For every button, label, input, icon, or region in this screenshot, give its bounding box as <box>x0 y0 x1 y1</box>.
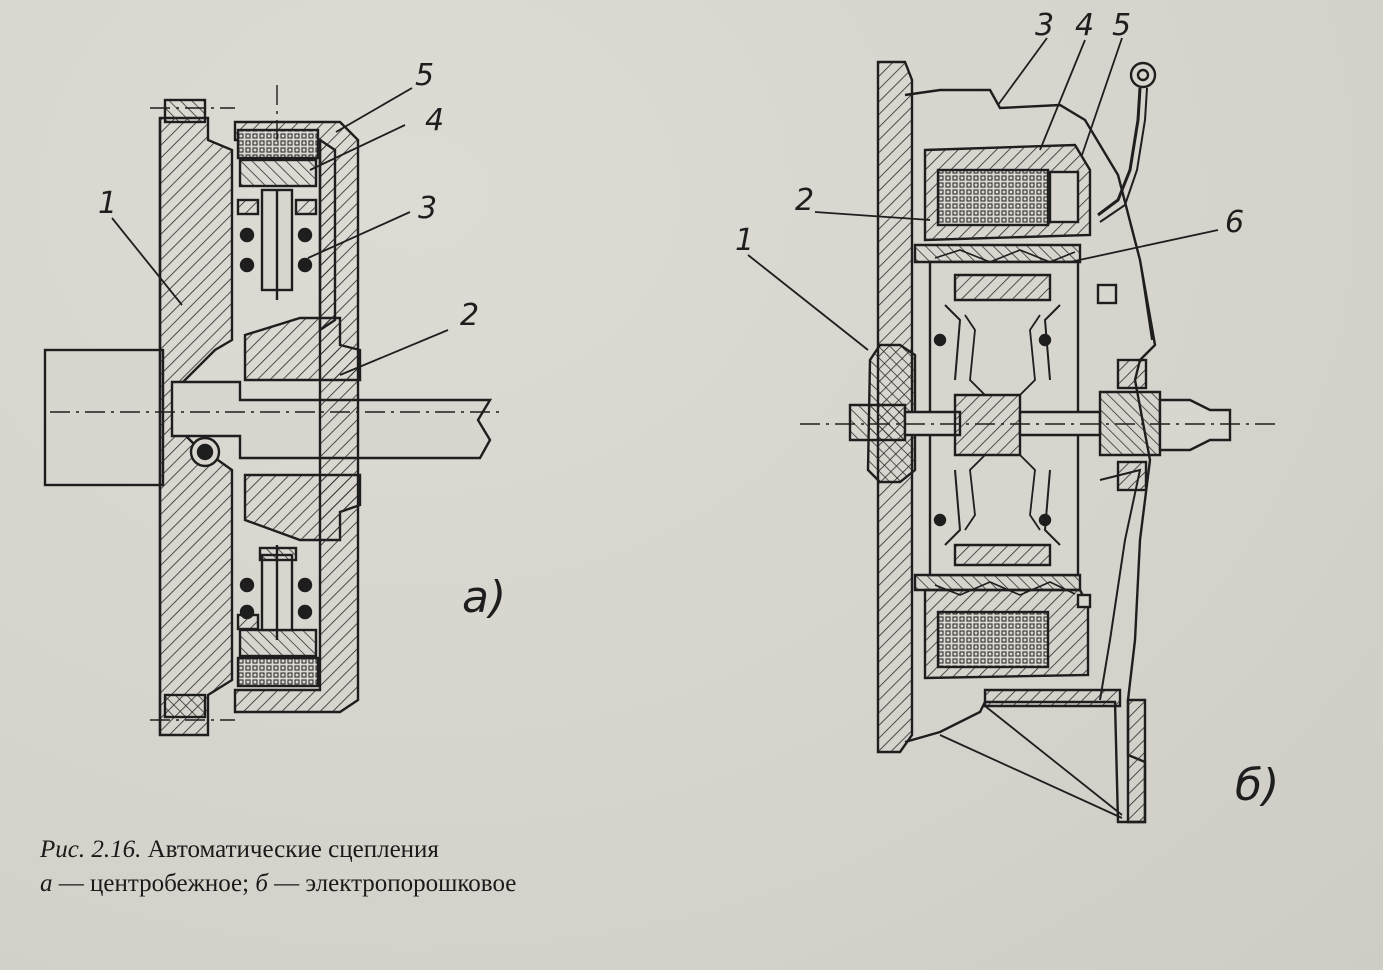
subfigure-label-a: а) <box>462 572 506 623</box>
diagram-b <box>747 37 1280 824</box>
axis-lines-a <box>50 85 500 721</box>
callout-b-4: 4 <box>1075 8 1094 43</box>
shoes <box>238 158 318 658</box>
caption-key-a: а <box>40 870 53 897</box>
terminal-wire <box>1097 61 1157 223</box>
bearings-b <box>1076 283 1148 609</box>
callout-b-1: 1 <box>735 223 754 258</box>
callout-b-3: 3 <box>1035 8 1054 43</box>
callout-b-6: 6 <box>1225 205 1244 240</box>
caption-line-2: а — центробежное; б — электропорошковое <box>40 867 516 901</box>
callout-a-1: 1 <box>98 186 117 221</box>
powder-gap <box>913 243 1082 596</box>
subfigure-label-b: б) <box>1235 760 1279 811</box>
caption-desc-b: — электропорошковое <box>267 870 517 897</box>
leaders-b <box>747 37 1219 819</box>
crankshaft-stub <box>43 348 165 487</box>
callout-a-5: 5 <box>415 58 434 93</box>
springs-bottom <box>236 545 313 640</box>
caption-desc-a: — центробежное; <box>52 870 256 897</box>
callout-b-2: 2 <box>795 183 814 218</box>
friction-lining <box>236 128 320 688</box>
leaders-a <box>111 87 449 376</box>
springs-top <box>236 188 318 300</box>
callout-a-4: 4 <box>425 103 444 138</box>
callout-a-2: 2 <box>460 298 479 333</box>
coil-bottom <box>923 588 1090 680</box>
callout-b-5: 5 <box>1112 8 1131 43</box>
caption-line-1: Рис. 2.16. Автоматические сцепления <box>40 833 516 867</box>
caption-title: Автоматические сцепления <box>147 836 439 863</box>
coil-top <box>923 143 1092 242</box>
figure-caption: Рис. 2.16. Автоматические сцепления а — … <box>40 833 516 901</box>
flywheel <box>158 98 234 737</box>
callout-a-3: 3 <box>418 191 437 226</box>
diagram-a <box>43 85 500 737</box>
caption-figure-number: Рис. 2.16. <box>40 836 142 863</box>
caption-key-b: б <box>255 870 268 897</box>
